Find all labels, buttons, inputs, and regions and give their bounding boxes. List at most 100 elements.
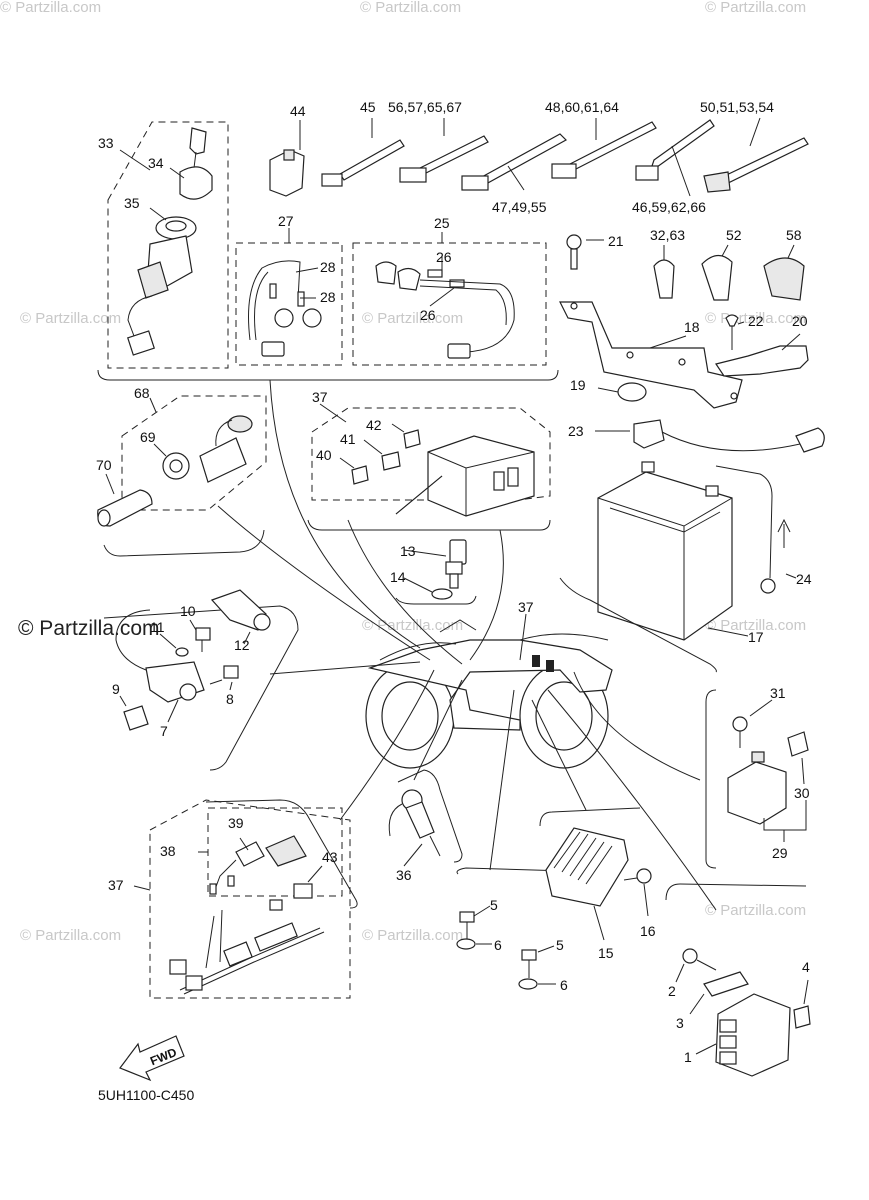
- holder-part-58: [763, 257, 805, 301]
- part-label: 37: [312, 389, 328, 405]
- part-label: 26: [436, 249, 452, 265]
- part-label: 38: [160, 843, 176, 859]
- watermark: © Partzilla.com: [705, 902, 806, 919]
- part-label: 50,51,53,54: [700, 99, 774, 115]
- part-label: 11: [150, 619, 165, 635]
- part-label: 47,49,55: [492, 199, 547, 215]
- cable-tie-part-48: [551, 121, 657, 179]
- part-label: 6: [494, 937, 502, 953]
- part-label: 30: [794, 785, 810, 801]
- part-label: 52: [726, 227, 742, 243]
- lead-part-27: [248, 260, 322, 357]
- washer-part-6a: [456, 938, 476, 950]
- cable-band-part-50: [703, 137, 809, 193]
- sensor-group-bracket: [395, 595, 477, 605]
- part-label: 27: [278, 213, 294, 229]
- brake-switch-bracket: [397, 769, 463, 863]
- key-part: [189, 127, 207, 169]
- watermark: © Partzilla.com: [362, 617, 463, 634]
- grip-part-70: [97, 489, 153, 527]
- part-label: 9: [112, 681, 120, 697]
- part-label: 22: [748, 313, 764, 329]
- part-label: 2: [668, 983, 676, 999]
- part-label: 5: [490, 897, 498, 913]
- part-label: 1: [684, 1049, 692, 1065]
- part-label: 41: [340, 431, 356, 447]
- part-label: 14: [390, 569, 406, 585]
- part-label: 44: [290, 103, 306, 119]
- lead-part-39: [209, 835, 307, 895]
- sub-lead-group-box: [352, 242, 547, 366]
- part-label: 34: [148, 155, 164, 171]
- part-label: 37: [518, 599, 534, 615]
- bracket-part-3: [703, 971, 749, 997]
- watermark: © Partzilla.com: [362, 310, 463, 327]
- cdi-group-bracket: [665, 883, 807, 901]
- main-switch-body: [127, 235, 193, 356]
- bracket-part-18: [559, 301, 743, 409]
- bolt-group-bracket: [456, 867, 601, 875]
- part-label: 10: [180, 603, 196, 619]
- part-label: 26: [420, 307, 436, 323]
- leader-lines: [217, 379, 717, 911]
- connector-part-44: [269, 149, 305, 197]
- part-label: 13: [400, 543, 416, 559]
- bolt-part-5b: [521, 949, 537, 978]
- bolt-part-16: [623, 868, 652, 884]
- part-label: 15: [598, 945, 614, 961]
- clamp-part-52: [701, 254, 733, 301]
- watermark: © Partzilla.com: [705, 617, 806, 634]
- part-label: 20: [792, 313, 808, 329]
- washer-part-14: [431, 588, 453, 600]
- watermark: © Partzilla.com: [705, 0, 806, 16]
- switch-cap-part: [169, 166, 213, 200]
- part-label: 17: [748, 629, 764, 645]
- wire-harness-part-37: [169, 899, 325, 995]
- screw-part-22: [725, 314, 745, 350]
- fuse-part-41: [381, 451, 401, 471]
- cable-tie-part-56: [399, 135, 489, 183]
- bolt-part-10: [195, 627, 211, 652]
- part-number-labels: 33 34 35 44 4 5 56,57,65,67 48,60,61,64 5…: [96, 99, 812, 1065]
- socket-group-box: [121, 395, 267, 511]
- diagram-code: 5UH1100-C450: [98, 1087, 194, 1103]
- accessory-group-bracket: [103, 529, 265, 557]
- clip-part-32: [653, 259, 675, 299]
- socket-part-68: [199, 415, 253, 483]
- watermark: © Partzilla.com: [20, 310, 121, 327]
- fwd-arrow-icon: FWD: [119, 1035, 185, 1082]
- part-label: 35: [124, 195, 140, 211]
- part-label: 39: [228, 815, 244, 831]
- part-label: 43: [322, 849, 338, 865]
- grommet-part-19: [617, 382, 647, 402]
- lead-part-25: [375, 261, 515, 359]
- part-label: 24: [796, 571, 812, 587]
- relay-part-29: [727, 751, 787, 825]
- battery-cable-part-23: [595, 419, 825, 453]
- ignition-coil-part-7: [115, 609, 205, 703]
- part-label: 31: [770, 685, 786, 701]
- part-label: 42: [366, 417, 382, 433]
- cable-tie-part-47: [461, 133, 567, 191]
- part-label: 23: [568, 423, 584, 439]
- bolt-part-31: [732, 716, 748, 748]
- part-label: 70: [96, 457, 112, 473]
- relay-bracket-line: [763, 800, 807, 831]
- fuse-group-bracket: [307, 519, 551, 531]
- relay-group-bracket: [705, 689, 717, 869]
- watermark: © Partzilla.com: [360, 0, 461, 16]
- part-label: 4: [802, 959, 810, 975]
- part-label: 69: [140, 429, 156, 445]
- sleeve-part-9: [123, 705, 149, 731]
- watermark-layer: © Partzilla.com © Partzilla.com © Partzi…: [0, 0, 806, 944]
- fuse-part-42: [403, 429, 421, 449]
- cable-tie-part-45: [321, 139, 405, 187]
- part-label: 56,57,65,67: [388, 99, 462, 115]
- part-label: 33: [98, 135, 114, 151]
- part-label: 48,60,61,64: [545, 99, 619, 115]
- part-label: 40: [316, 447, 332, 463]
- sensor-part-13: [445, 539, 467, 589]
- part-label: 25: [434, 215, 450, 231]
- part-label: 5: [556, 937, 564, 953]
